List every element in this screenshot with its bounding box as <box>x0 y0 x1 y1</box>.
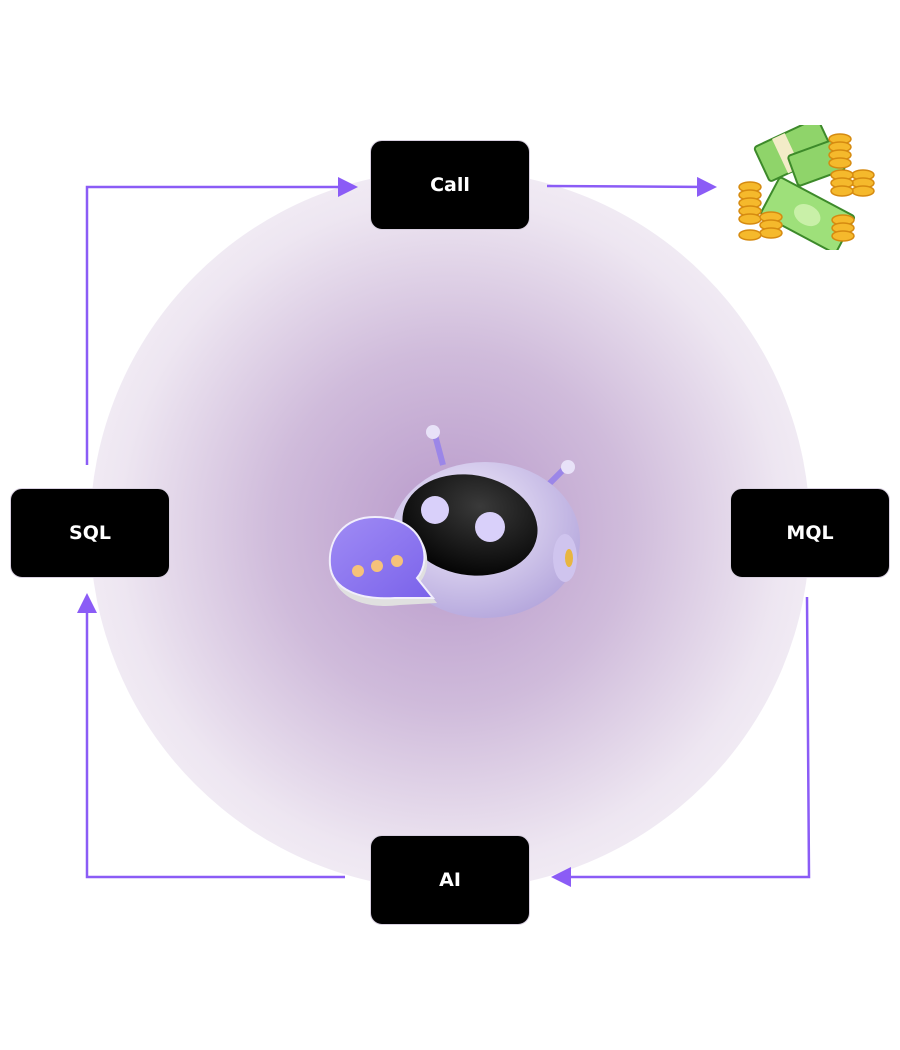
node-call-label: Call <box>430 174 470 196</box>
node-mql: MQL <box>730 488 890 578</box>
arrow-ai-to-sql <box>77 593 345 879</box>
arrow-call-to-money <box>546 176 717 197</box>
robot-chat-icon <box>328 425 580 618</box>
arrow-sql-to-call <box>85 177 358 465</box>
arrow-mql-to-ai <box>551 596 811 887</box>
node-ai-label: AI <box>439 869 461 891</box>
node-ai: AI <box>370 835 530 925</box>
node-call: Call <box>370 140 530 230</box>
money-coins-icon <box>738 125 875 250</box>
node-sql: SQL <box>10 488 170 578</box>
node-sql-label: SQL <box>69 522 111 544</box>
node-mql-label: MQL <box>786 522 834 544</box>
